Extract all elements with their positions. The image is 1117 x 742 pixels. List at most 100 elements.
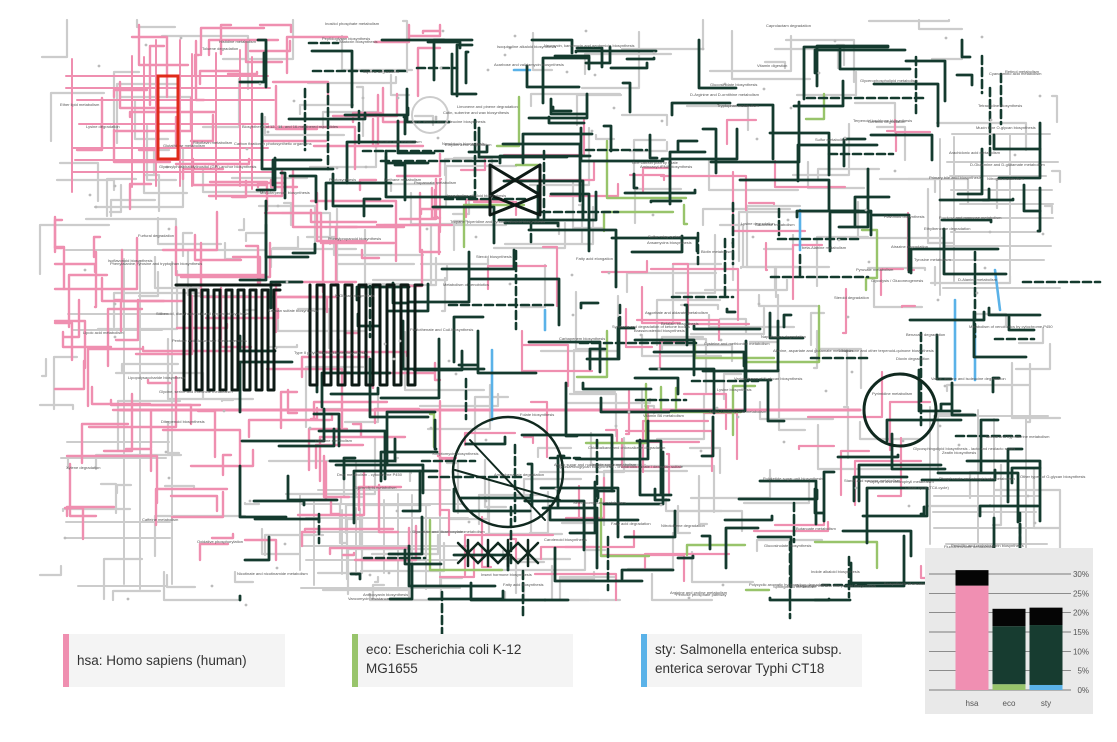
pathway-label: Sulfur metabolism bbox=[815, 137, 848, 142]
inactive-pathway-edge bbox=[594, 133, 616, 141]
ecoli-pathway-edge bbox=[745, 304, 821, 364]
pathway-label: Stilbenoid, diarylheptanoid and gingerol… bbox=[156, 311, 249, 316]
pathway-label: D-Arginine and D-ornithine metabolism bbox=[690, 92, 760, 97]
human-pathway-edge bbox=[806, 370, 884, 419]
legend-item-eco[interactable]: eco: Escherichia coli K-12 MG1655 bbox=[352, 634, 573, 687]
compound-node bbox=[833, 39, 837, 43]
human-pathway-edge bbox=[624, 307, 654, 349]
human-pathway-edge bbox=[263, 211, 323, 245]
human-pathway-edge bbox=[373, 23, 411, 44]
human-pathway-edge bbox=[118, 80, 182, 110]
legend-swatch-eco bbox=[352, 634, 358, 687]
y-tick-label: 25% bbox=[1073, 589, 1089, 598]
pathway-label: Biosynthesis of unsaturated fatty acids bbox=[884, 581, 952, 586]
human-pathway-edge bbox=[193, 233, 243, 262]
inactive-pathway-edge bbox=[660, 343, 734, 363]
human-pathway-edge bbox=[169, 494, 219, 513]
pathway-label: Aminoacyl-tRNA biosynthesis bbox=[640, 164, 692, 169]
pathway-labels: Other types of O-glycan biosynthesisGlyc… bbox=[60, 21, 1085, 601]
compound-node bbox=[824, 389, 828, 393]
pathway-label: Folate biosynthesis bbox=[520, 412, 554, 417]
inactive-pathway-edge bbox=[116, 399, 182, 453]
human-pathway-edge bbox=[641, 166, 670, 193]
inactive-pathway-edge bbox=[755, 538, 824, 553]
shared-pathway-edge bbox=[238, 223, 268, 282]
pathway-label: Primary bile acid biosynthesis bbox=[929, 175, 982, 180]
human-pathway-edge bbox=[93, 250, 98, 309]
shared-pathway-edge bbox=[700, 415, 715, 458]
pathway-label: Galactose metabolism bbox=[755, 222, 795, 227]
compound-node bbox=[850, 370, 854, 374]
pathway-label: Cyanoamino acid metabolism bbox=[989, 71, 1042, 76]
human-pathway-edge bbox=[472, 200, 518, 217]
human-pathway-edge bbox=[358, 178, 378, 192]
human-pathway-edge bbox=[114, 298, 140, 342]
inactive-pathway-edge bbox=[220, 398, 235, 403]
shared-pathway-edge bbox=[312, 412, 341, 448]
shared-pathway-edge bbox=[388, 563, 414, 601]
shared-pathway-edge bbox=[697, 38, 738, 90]
pathway-label: Glycolysis / Gluconeogenesis bbox=[871, 278, 923, 283]
human-pathway-edge bbox=[357, 485, 403, 512]
pathway-label: Glycerophospholipid metabolism bbox=[860, 78, 918, 83]
shared-pathway-edge bbox=[1007, 315, 1036, 332]
inactive-pathway-edge bbox=[722, 372, 743, 401]
human-pathway-edge bbox=[198, 69, 241, 86]
legend-item-hsa[interactable]: hsa: Homo sapiens (human) bbox=[63, 634, 285, 687]
human-pathway-edge bbox=[244, 40, 284, 64]
selection-box[interactable] bbox=[156, 74, 180, 161]
inactive-pathway-edge bbox=[690, 550, 755, 584]
inactive-pathway-edge bbox=[1043, 204, 1054, 215]
shared-pathway-edge bbox=[579, 301, 600, 310]
pathway-label: Fluorobenzoate degradation bbox=[944, 544, 994, 549]
human-pathway-edge bbox=[285, 35, 349, 75]
ecoli-pathway-edge bbox=[602, 210, 675, 233]
human-pathway-edge bbox=[244, 244, 260, 287]
inactive-pathway-edge bbox=[688, 446, 722, 475]
shared-pathway-edge bbox=[837, 167, 870, 229]
inactive-pathway-edge bbox=[812, 329, 819, 370]
inactive-pathway-edge bbox=[758, 400, 835, 421]
pathway-label: Lipopolysaccharide biosynthesis bbox=[128, 375, 185, 380]
shared-pathway-edge bbox=[405, 87, 451, 124]
shared-pathway-edge bbox=[286, 474, 339, 502]
compound-node bbox=[659, 503, 663, 507]
pathway-label: Neomycin, kanamycin and gentamicin biosy… bbox=[544, 43, 635, 48]
human-pathway-edge bbox=[53, 236, 139, 291]
shared-pathway-edge bbox=[857, 463, 943, 503]
human-pathway-edge bbox=[329, 500, 341, 516]
compound-node bbox=[292, 99, 296, 103]
human-pathway-edge bbox=[53, 359, 86, 391]
ecoli-pathway-edge bbox=[731, 384, 757, 437]
inactive-pathway-edge bbox=[426, 383, 492, 431]
x-tick-label-hsa: hsa bbox=[966, 699, 979, 708]
legend-item-sty[interactable]: sty: Salmonella enterica subsp. enterica… bbox=[641, 634, 862, 687]
inactive-pathway-edge bbox=[689, 306, 766, 336]
inactive-pathway-edge bbox=[40, 18, 69, 59]
shared-pathway-edge bbox=[853, 195, 891, 229]
human-pathway-edge bbox=[463, 431, 517, 447]
compound-node bbox=[144, 43, 148, 47]
inactive-pathway-edge bbox=[452, 156, 494, 195]
pathway-label: Sulfur relay system bbox=[648, 234, 683, 239]
shared-pathway-edge bbox=[527, 92, 589, 120]
inactive-pathway-edge bbox=[343, 393, 380, 424]
pathway-label: Phenylalanine, tyrosine and tryptophan b… bbox=[110, 261, 202, 266]
pathway-label: Butanoate metabolism bbox=[796, 526, 836, 531]
shared-pathway-edge bbox=[648, 133, 659, 160]
tca-cycle-chord bbox=[454, 469, 561, 501]
pathway-label: Glyoxylate and dicarboxylate metabolism bbox=[412, 529, 485, 534]
bar-segment-sty bbox=[1029, 607, 1063, 626]
inactive-pathway-edge bbox=[99, 482, 118, 515]
pathway-label: Betalain biosynthesis bbox=[661, 321, 699, 326]
human-pathway-edge bbox=[643, 552, 731, 572]
human-pathway-edge bbox=[438, 508, 451, 537]
compound-node bbox=[782, 440, 786, 444]
human-pathway-edge bbox=[321, 241, 396, 294]
human-pathway-edge bbox=[291, 169, 359, 229]
fatty-acid-cycle bbox=[230, 288, 246, 392]
inactive-pathway-edge bbox=[1014, 342, 1052, 371]
human-pathway-edge bbox=[649, 267, 740, 322]
pathway-label: Lysine degradation bbox=[741, 221, 775, 226]
